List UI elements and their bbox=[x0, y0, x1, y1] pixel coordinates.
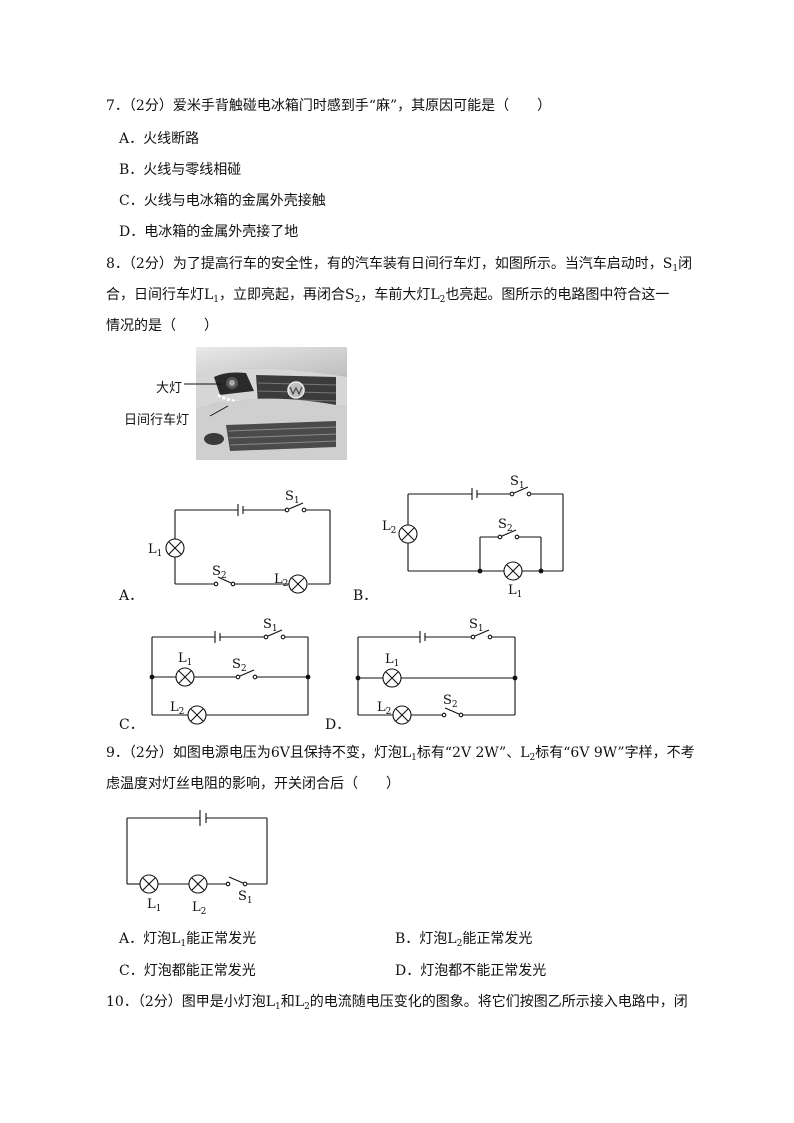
q7-option-b: B．火线与零线相碰 bbox=[119, 162, 242, 178]
q9-option-d: D．灯泡都不能正常发光 bbox=[395, 963, 547, 979]
svg-text:L2: L2 bbox=[274, 572, 288, 589]
svg-text:S1: S1 bbox=[285, 489, 300, 506]
circuit-option-b: S1 L2 S2 L1 bbox=[382, 474, 564, 600]
svg-text:S2: S2 bbox=[232, 657, 247, 674]
svg-text:S2: S2 bbox=[498, 517, 513, 534]
svg-text:S1: S1 bbox=[510, 474, 525, 491]
q9-option-b: B．灯泡L2能正常发光 bbox=[395, 931, 533, 949]
svg-text:L1: L1 bbox=[178, 651, 192, 668]
svg-text:L1: L1 bbox=[147, 897, 161, 914]
circuit-option-d: S1 L1 S2 L2 bbox=[355, 617, 518, 725]
q9-option-c: C．灯泡都能正常发光 bbox=[119, 963, 256, 979]
svg-text:S1: S1 bbox=[263, 617, 278, 634]
photo-label-headlight: 大灯 bbox=[156, 381, 183, 396]
car-headlight-photo bbox=[196, 347, 347, 460]
svg-text:S2: S2 bbox=[443, 693, 458, 710]
svg-text:L2: L2 bbox=[170, 700, 184, 717]
photo-leader-lines bbox=[184, 383, 229, 417]
q7-option-c: C．火线与电冰箱的金属外壳接触 bbox=[119, 193, 326, 209]
q9-stem-line1: 9．（2分）如图电源电压为6V且保持不变，灯泡L1标有“2V 2W”、L2标有“… bbox=[106, 745, 695, 763]
label-s1: S bbox=[285, 489, 294, 504]
q9-option-a: A．灯泡L1能正常发光 bbox=[119, 931, 257, 949]
photo-label-daytime-running-light: 日间行车灯 bbox=[124, 413, 190, 428]
q7-option-a: A．火线断路 bbox=[119, 131, 200, 147]
svg-text:L2: L2 bbox=[192, 900, 206, 917]
q8-stem-line2: 合，日间行车灯L1，立即亮起，再闭合S2，车前大灯L2也亮起。图所示的电路图中符… bbox=[106, 287, 670, 305]
svg-text:L1: L1 bbox=[508, 583, 522, 600]
q7-stem: 7．（2分）爱米手背触碰电冰箱门时感到手“麻”，其原因可能是（ ） bbox=[106, 98, 552, 114]
q8-option-d-label: D． bbox=[325, 717, 351, 733]
q9-stem-line2: 虑温度对灯丝电阻的影响，开关闭合后（ ） bbox=[106, 776, 400, 792]
svg-text:L2: L2 bbox=[382, 519, 396, 536]
svg-text:S1: S1 bbox=[469, 617, 484, 634]
circuit-q9: S1 L1 L2 bbox=[126, 810, 268, 917]
svg-text:S2: S2 bbox=[212, 564, 227, 581]
svg-text:L2: L2 bbox=[377, 700, 391, 717]
circuit-option-a: S1 L1 S2 L2 bbox=[148, 489, 331, 594]
q8-option-c-label: C． bbox=[119, 717, 144, 733]
q8-option-b-label: B． bbox=[353, 588, 378, 604]
svg-text:L1: L1 bbox=[148, 542, 162, 559]
q8-stem-line3: 情况的是（ ） bbox=[106, 318, 218, 334]
q8-option-a-label: A． bbox=[119, 588, 144, 604]
svg-text:L1: L1 bbox=[385, 652, 399, 669]
svg-text:S1: S1 bbox=[238, 889, 253, 906]
q8-stem-line1: 8．（2分）为了提高行车的安全性，有的汽车装有日间行车灯，如图所示。当汽车启动时… bbox=[106, 256, 693, 274]
q10-stem-line1: 10．（2分）图甲是小灯泡L1和L2的电流随电压变化的图象。将它们按图乙所示接入… bbox=[106, 994, 688, 1012]
q7-option-d: D．电冰箱的金属外壳接了地 bbox=[119, 224, 299, 240]
circuit-option-c: S1 L1 S2 L2 bbox=[149, 617, 311, 725]
